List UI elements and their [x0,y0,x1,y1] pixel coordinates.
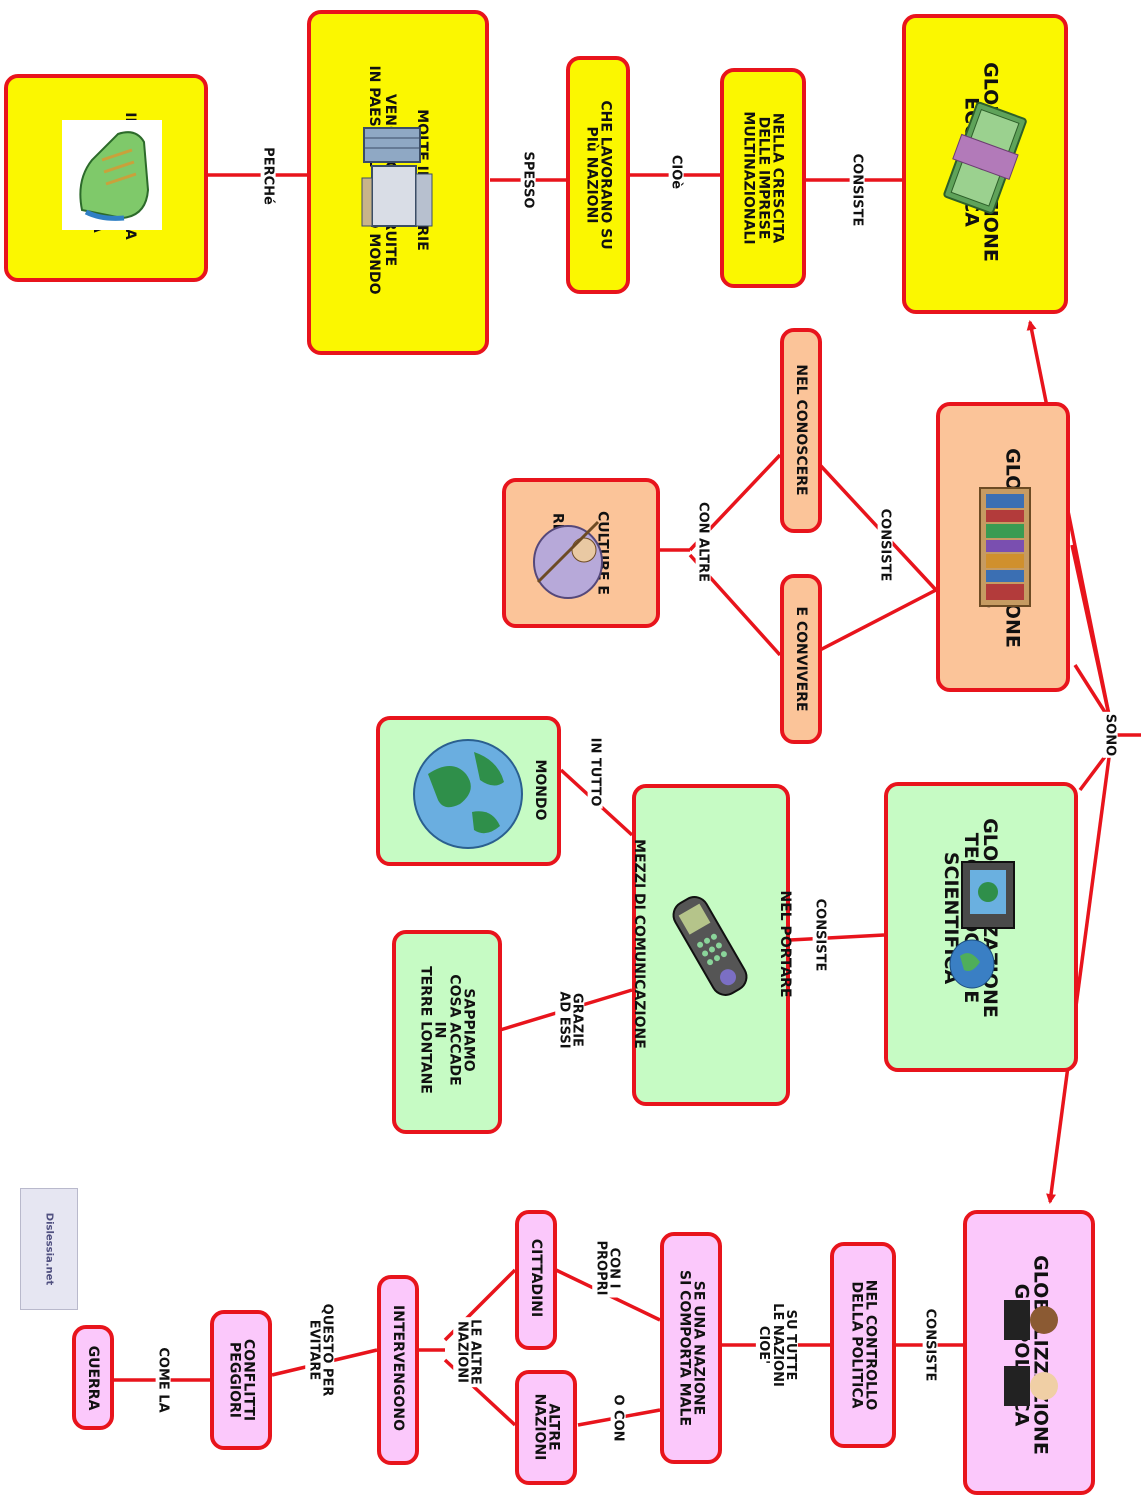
link-geo-con-propri: CON I PROPRI [592,1238,622,1298]
node-guerra [72,1325,114,1430]
node-e-convivere [780,574,822,744]
laptop-icon [949,861,1015,989]
link-geo-come-la: COME LA [155,1345,171,1415]
link-geo-o-con: O CON [610,1392,626,1444]
link-cul-consiste: CONSISTE [877,506,893,584]
globe-icon [413,739,523,849]
text-sappiamo: SAPPIAMO COSA ACCADE IN TERRE LONTANE [417,966,477,1094]
text-conflitti-peggiori: CONFLITTI PEGGIORI [226,1338,257,1422]
text-cittadini: CITTADINI [528,1238,545,1318]
link-eco-consiste: CONSISTE [849,151,865,229]
text-lavorano-piu-nazioni: CHE LAVORANO SU PIù NAZIONI [583,100,614,250]
link-tec-in-tutto: IN TUTTO [587,735,603,809]
text-intervengono: INTERVENGONO [390,1305,407,1431]
dislessia-logo-icon: Dislessia.net [20,1188,78,1310]
node-sappiamo [392,930,502,1134]
link-eco-spesso: SPESSO [520,149,536,211]
monk-icon [533,520,603,599]
text-altre-nazioni: ALTRE NAZIONI [531,1393,562,1461]
money-icon [943,101,1027,214]
link-geo-questo: QUESTO PER EVITARE [305,1301,335,1399]
node-cittadini [515,1210,557,1350]
link-tec-consiste: CONSISTE [812,896,828,974]
link-geo-consiste: CONSISTE [922,1306,938,1384]
text-mondo: MONDO [532,759,549,821]
text-nazione-comporta-male: SE UNA NAZIONE SI COMPORTA MALE [676,1269,707,1427]
node-controllo-politica [830,1242,896,1448]
link-geo-le-altre: LE ALTRE NAZIONI [453,1317,483,1387]
node-nel-conoscere [780,328,822,533]
text-e-convivere: E CONVIVERE [793,606,810,712]
text-controllo-politica: NEL CONTROLLO DELLA POLITICA [848,1279,879,1411]
shoe-icon [62,120,162,230]
node-globalizzazione-culturale [936,402,1070,692]
node-crescita-multinazionali [720,68,806,288]
node-conflitti-peggiori [210,1310,272,1450]
node-intervengono [377,1275,419,1465]
node-costo-manodopera [4,74,208,282]
text-crescita-multinazionali: NELLA CRESCITA DELLE IMPRESE MULTINAZION… [740,111,786,245]
cellphone-icon [672,896,748,996]
node-altre-nazioni [515,1370,577,1485]
text-nel-conoscere: NEL CONOSCERE [793,364,810,496]
node-globalizzazione-geopolitica [963,1210,1095,1495]
node-nazione-comporta-male [660,1232,722,1464]
bookshelf-icon [979,487,1031,607]
link-sono: SONO [1102,711,1118,759]
link-eco-perche: PERCHé [260,145,276,207]
link-eco-cioe: CIOè [668,152,684,192]
dislessia-logo-text: Dislessia.net [43,1212,55,1286]
node-lavorano-piu-nazioni [566,56,630,294]
text-guerra: GUERRA [85,1345,102,1411]
link-tec-grazie: GRAZIE AD ESSI [555,989,585,1051]
politicians-icon [1004,1300,1058,1406]
factory-icon [361,127,433,227]
link-geo-su-tutte: SU TUTTE LE NAZIONI CIOE' [756,1301,798,1389]
link-cul-con-altre: CON ALTRE [695,500,711,584]
